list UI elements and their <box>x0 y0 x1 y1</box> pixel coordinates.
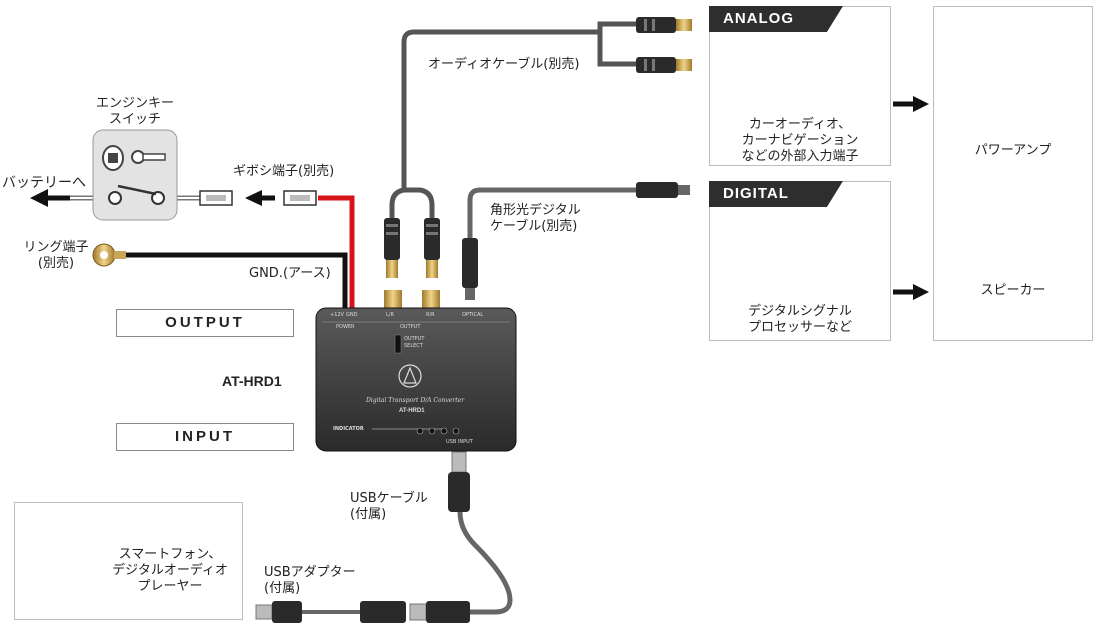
ring-terminal-label: リング端子 (別売) <box>16 240 96 272</box>
battery-label: バッテリーへ <box>2 175 86 191</box>
digital-description-line: プロセッサーなど <box>747 320 852 335</box>
rca-jack-left <box>384 290 402 312</box>
usb-adapter-label-line: USBアダプター <box>264 565 356 580</box>
usb-adapter-label: USBアダプター (付属) <box>264 565 356 597</box>
optical-plug <box>462 238 478 300</box>
power-wire-red <box>318 195 355 312</box>
source-device-panel <box>14 502 243 620</box>
analog-tag: ANALOG <box>709 6 843 32</box>
usb-cable <box>457 511 513 615</box>
ignition-switch <box>92 129 178 221</box>
arrow-right-icon <box>893 284 929 300</box>
output-label: OUTPUT <box>116 309 294 337</box>
ignition-switch-label-line: エンジンキー <box>95 96 174 111</box>
analog-description-line: カーナビゲーション <box>741 133 859 148</box>
speaker-label: スピーカー <box>980 283 1046 298</box>
source-device-label-line: スマートフォン、 <box>118 547 222 562</box>
device-indicator-label: INDICATOR <box>333 426 364 432</box>
power-amp-label: パワーアンプ <box>974 143 1052 158</box>
audio-cable <box>389 21 640 238</box>
dac-device <box>315 307 517 452</box>
device-switch-label: OUTPUT <box>404 336 425 342</box>
device-terminal-label: R/R <box>426 312 435 318</box>
audio-cable-label: オーディオケーブル(別売) <box>428 57 580 72</box>
device-terminal-label: +12V <box>330 312 344 318</box>
model-label: AT-HRD1 <box>222 373 282 389</box>
device-model: AT-HRD1 <box>399 408 425 414</box>
device-terminal-label: L/R <box>386 312 394 318</box>
source-device-label-line: プレーヤー <box>137 579 203 594</box>
gibosi-terminal-left <box>199 190 233 206</box>
optical-cable-label-line: 角形光デジタル <box>490 203 581 218</box>
ignition-switch-label-line: スイッチ <box>108 112 161 127</box>
source-device-label-line: デジタルオーディオ <box>112 563 228 578</box>
digital-description-line: デジタルシグナル <box>748 304 852 319</box>
ring-terminal-label-line: リング端子 <box>23 240 89 255</box>
rca-plug-analog-bottom <box>636 57 692 73</box>
digital-tag: DIGITAL <box>709 181 843 207</box>
usb-plug-adapter <box>409 601 470 623</box>
source-device-label: スマートフォン、 デジタルオーディオ プレーヤー <box>100 547 240 595</box>
usb-cable-label: USBケーブル (付属) <box>350 491 428 523</box>
device-power-label: POWER <box>336 324 355 330</box>
device-switch-label: SELECT <box>404 343 423 349</box>
gibosi-terminal-label: ギボシ端子(別売) <box>233 164 335 179</box>
device-output-label: OUTPUT <box>400 324 421 330</box>
device-product-name: Digital Transport D/A Converter <box>366 397 465 404</box>
ring-terminal <box>92 243 126 267</box>
arrow-left-icon <box>245 190 262 206</box>
rca-plug-analog-top <box>636 17 692 33</box>
ignition-switch-label: エンジンキー スイッチ <box>90 96 180 128</box>
optical-cable <box>467 187 640 250</box>
arrow-right-icon <box>893 96 929 112</box>
device-usb-input-label: USB INPUT <box>446 439 473 445</box>
optical-plug-digital <box>636 182 690 198</box>
rca-plug-right <box>424 218 440 278</box>
usb-cable-label-line: (付属) <box>350 507 387 522</box>
rca-jack-right <box>422 290 440 312</box>
usb-adapter-label-line: (付属) <box>264 581 301 596</box>
optical-cable-label: 角形光デジタル ケーブル(別売) <box>490 203 581 235</box>
usb-adapter <box>255 601 406 623</box>
device-terminal-label: GND <box>346 312 358 318</box>
analog-panel <box>709 6 891 166</box>
optical-cable-label-line: ケーブル(別売) <box>490 219 578 234</box>
input-label: INPUT <box>116 423 294 451</box>
gibosi-terminal-right <box>283 190 317 206</box>
gnd-label: GND.(アース) <box>249 266 331 281</box>
analog-description-line: カーオーディオ、 <box>748 117 852 132</box>
ground-wire <box>120 252 348 312</box>
analog-description: カーオーディオ、 カーナビゲーション などの外部入力端子 <box>720 117 880 165</box>
ring-terminal-label-line: (別売) <box>37 256 75 271</box>
analog-description-line: などの外部入力端子 <box>741 149 859 164</box>
rca-plug-left <box>384 218 400 278</box>
usb-cable-label-line: USBケーブル <box>350 491 428 506</box>
device-terminal-label: OPTICAL <box>462 312 484 318</box>
usb-plug-device <box>448 451 470 512</box>
digital-description: デジタルシグナル プロセッサーなど <box>720 304 880 336</box>
output-devices-panel <box>933 6 1093 341</box>
